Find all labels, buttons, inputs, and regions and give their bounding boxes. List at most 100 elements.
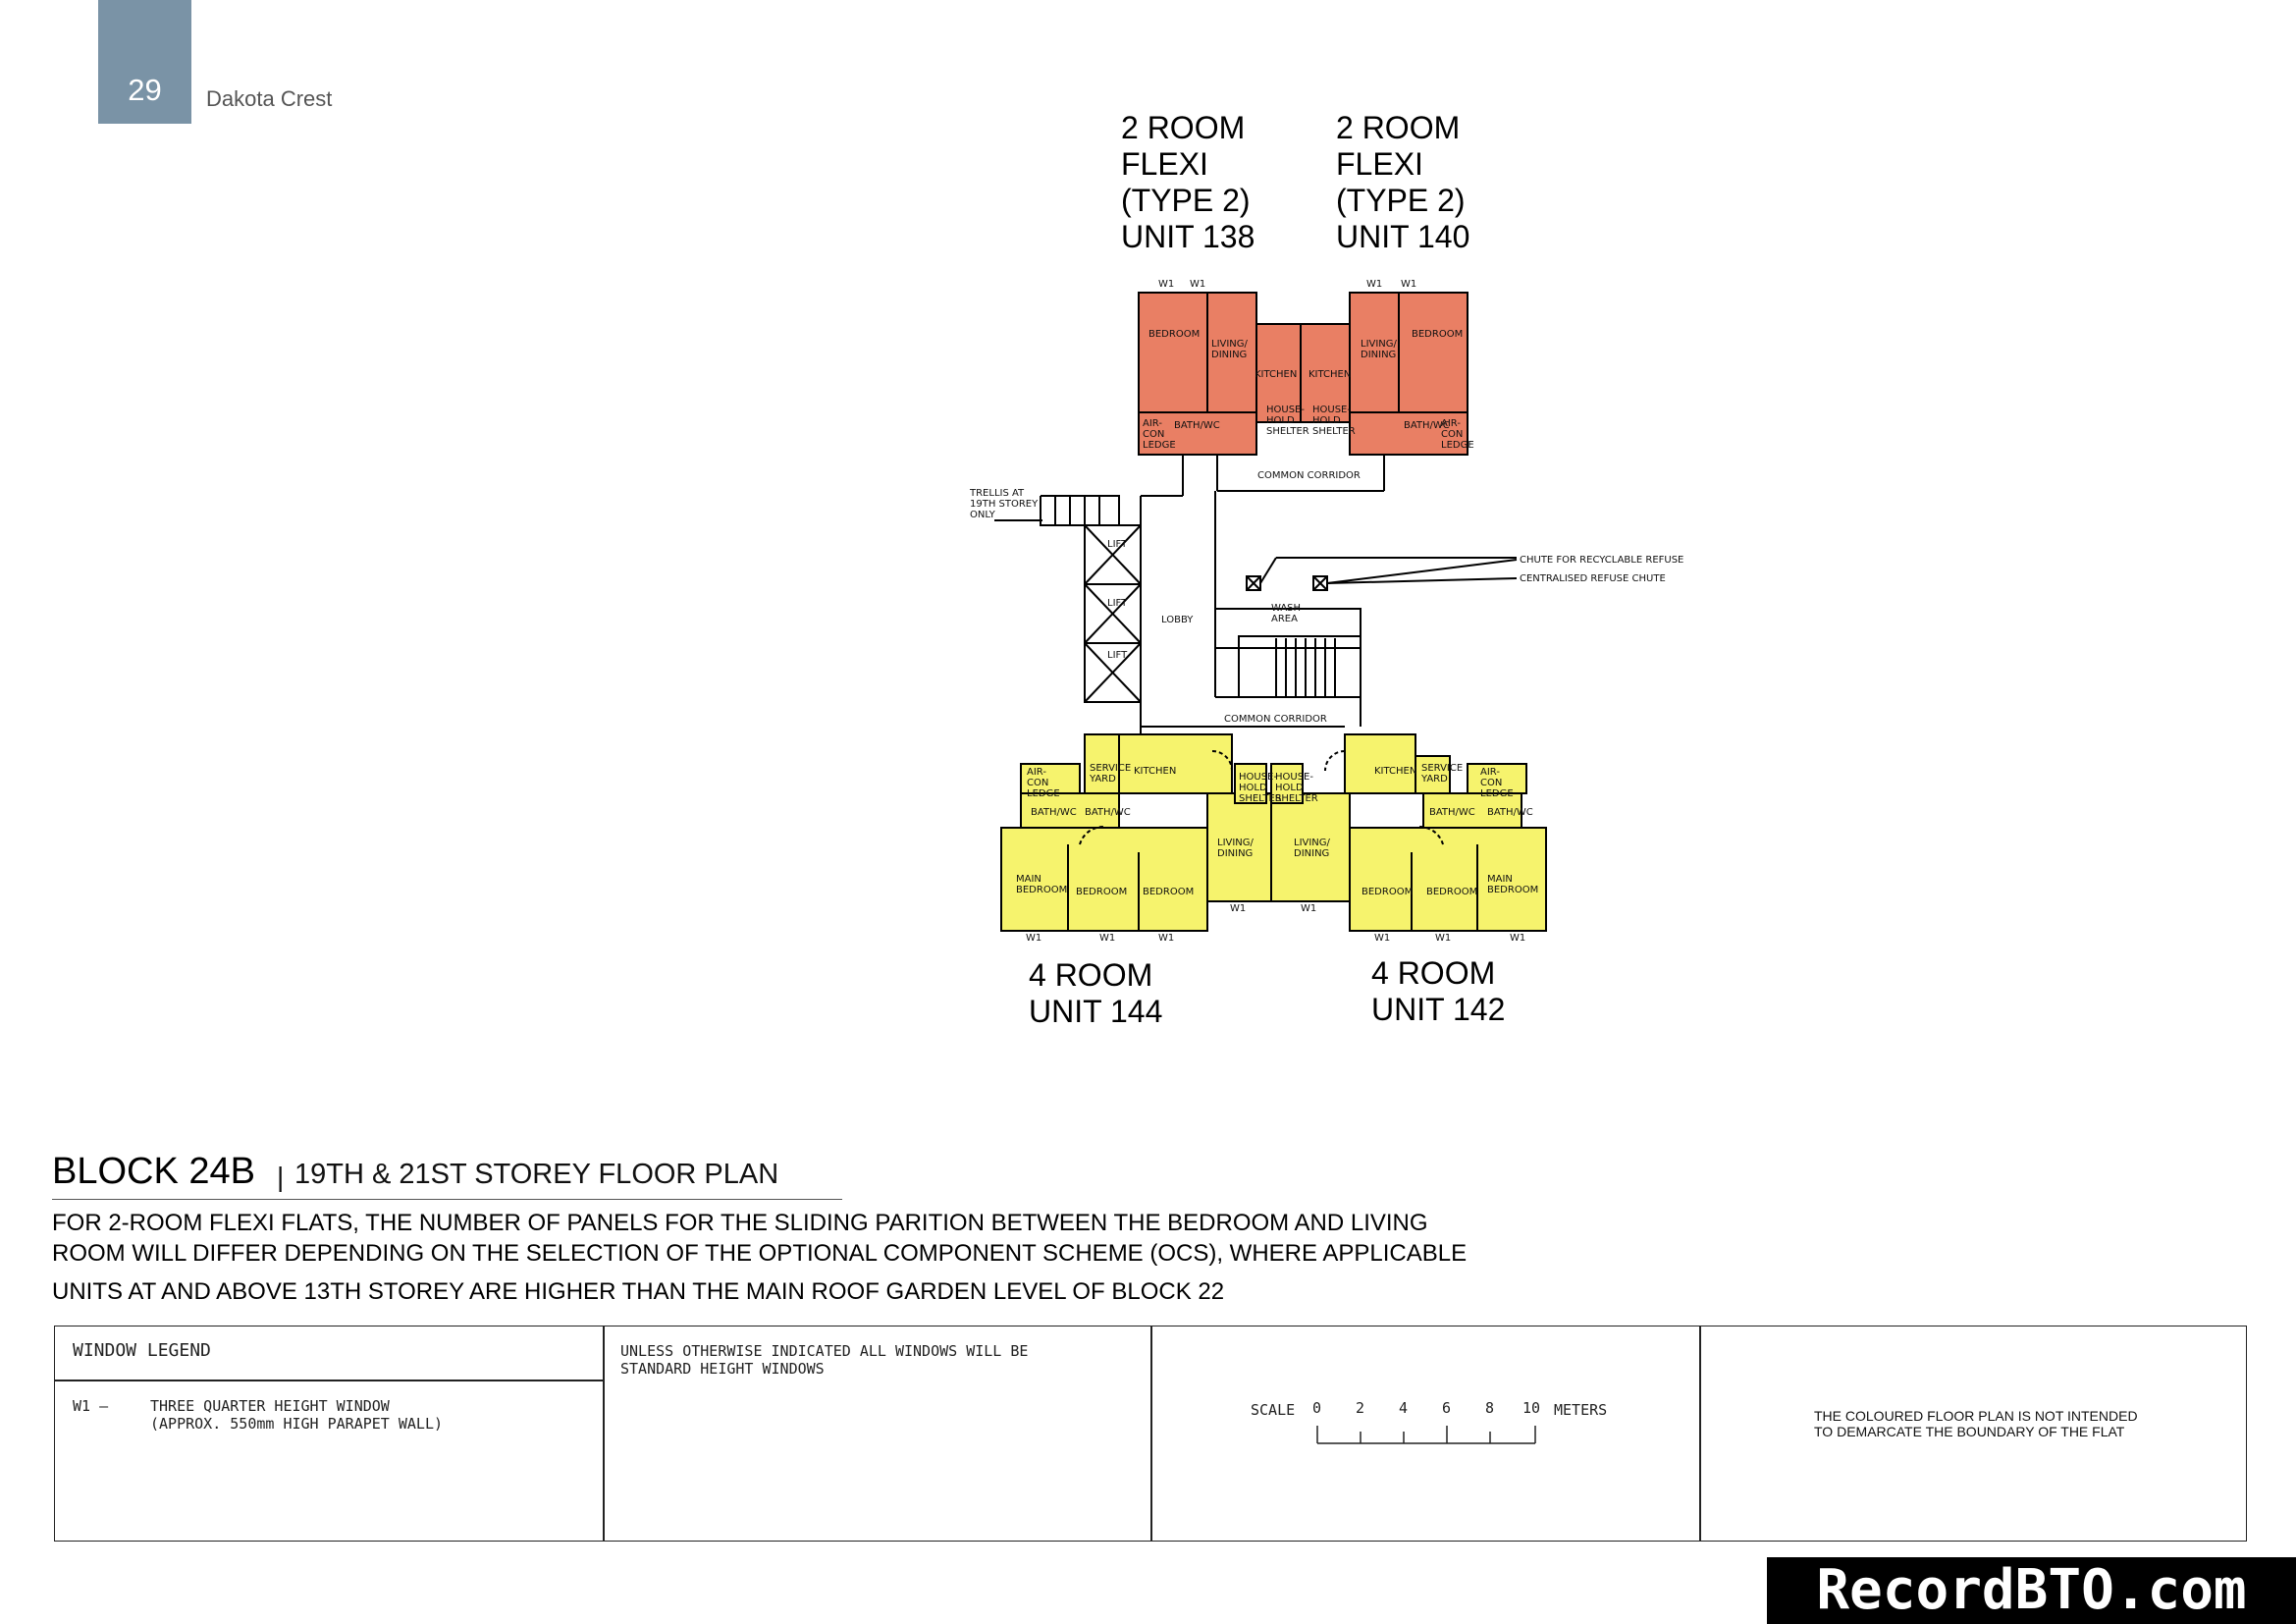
room-label-household-shelter: HOUSE- HOLD SHELTER (1312, 405, 1356, 437)
room-label-household-shelter: HOUSE- HOLD SHELTER (1239, 772, 1282, 804)
unit-144-service (1084, 733, 1120, 794)
room-label-bath: BATH/WC (1429, 807, 1475, 818)
room-label-bath: BATH/WC (1174, 420, 1220, 431)
unit-144-rooms (1000, 827, 1208, 932)
note-flexi-panels: FOR 2-ROOM FLEXI FLATS, THE NUMBER OF PA… (52, 1210, 1428, 1236)
unit-138-area (1138, 292, 1257, 456)
window-tag: W1 (1366, 279, 1382, 290)
scale-unit: METERS (1554, 1401, 1608, 1419)
label-centralised-chute: CENTRALISED REFUSE CHUTE (1520, 573, 1666, 584)
label-lift: LIFT (1107, 598, 1128, 609)
room-label-service-yard: SERVICE YARD (1090, 763, 1132, 785)
project-name: Dakota Crest (206, 86, 333, 111)
room-label-living-dining: LIVING/ DINING (1217, 838, 1254, 859)
table-divider (1699, 1326, 1701, 1542)
room-label-aircon-ledge: AIR- CON LEDGE (1027, 767, 1060, 799)
room-label-living-dining: LIVING/ DINING (1294, 838, 1330, 859)
unit-144-kitchen (1118, 733, 1233, 794)
unit-label-142: 4 ROOM UNIT 142 (1371, 955, 1506, 1027)
page-number: 29 (128, 73, 162, 107)
window-legend-description: THREE QUARTER HEIGHT WINDOW (APPROX. 550… (150, 1397, 444, 1433)
window-tag: W1 (1190, 279, 1205, 290)
room-label-bath: BATH/WC (1487, 807, 1533, 818)
window-legend-code: W1 – (73, 1397, 109, 1415)
label-chute-recyclable: CHUTE FOR RECYCLABLE REFUSE (1520, 555, 1683, 566)
room-label-living-dining: LIVING/ DINING (1361, 339, 1397, 360)
window-tag: W1 (1374, 933, 1390, 944)
room-label-household-shelter: HOUSE- HOLD SHELTER (1266, 405, 1309, 437)
unit-label-138: 2 ROOM FLEXI (TYPE 2) UNIT 138 (1121, 110, 1255, 254)
unit-138-kitchen (1255, 323, 1302, 423)
room-label-main-bedroom: MAIN BEDROOM (1016, 874, 1068, 895)
lift-shaft (1084, 524, 1142, 703)
window-tag: W1 (1158, 279, 1174, 290)
block-title: BLOCK 24B (52, 1151, 255, 1192)
watermark-logo: RecordBTO.com (1767, 1557, 2296, 1624)
room-label-aircon-ledge: AIR- CON LEDGE (1441, 418, 1474, 451)
window-tag: W1 (1301, 903, 1316, 914)
room-label-bath: BATH/WC (1404, 420, 1450, 431)
table-divider (1150, 1326, 1152, 1542)
room-label-kitchen: KITCHEN (1255, 369, 1297, 380)
room-label-bedroom: BEDROOM (1143, 887, 1194, 897)
windows-note: UNLESS OTHERWISE INDICATED ALL WINDOWS W… (620, 1342, 1029, 1378)
window-tag: W1 (1230, 903, 1246, 914)
window-tag: W1 (1510, 933, 1525, 944)
room-label-bedroom: BEDROOM (1362, 887, 1413, 897)
unit-142-service (1415, 755, 1451, 794)
room-label-kitchen: KITCHEN (1308, 369, 1351, 380)
room-label-bedroom: BEDROOM (1148, 329, 1200, 340)
unit-140-kitchen (1300, 323, 1351, 423)
room-label-service-yard: SERVICE YARD (1421, 763, 1464, 785)
unit-140-area (1349, 292, 1468, 456)
unit-142-living (1270, 792, 1351, 902)
label-wash-area: WASH AREA (1271, 603, 1302, 624)
table-divider (603, 1326, 605, 1542)
label-lift: LIFT (1107, 650, 1128, 661)
label-common-corridor: COMMON CORRIDOR (1224, 714, 1327, 725)
room-label-living-dining: LIVING/ DINING (1211, 339, 1248, 360)
title-underline (52, 1199, 842, 1200)
room-label-kitchen: KITCHEN (1374, 766, 1416, 777)
scale-tick-label: 0 (1312, 1399, 1322, 1417)
scale-tick-label: 2 (1356, 1399, 1365, 1417)
window-tag: W1 (1158, 933, 1174, 944)
unit-142-bath (1422, 792, 1522, 829)
unit-label-140: 2 ROOM FLEXI (TYPE 2) UNIT 140 (1336, 110, 1470, 254)
room-label-bath: BATH/WC (1031, 807, 1077, 818)
label-trellis: TRELLIS AT 19TH STOREY ONLY (970, 488, 1039, 520)
window-tag: W1 (1099, 933, 1115, 944)
window-legend-heading: WINDOW LEGEND (73, 1340, 211, 1361)
unit-label-144: 4 ROOM UNIT 144 (1029, 957, 1163, 1029)
title-separator: | (277, 1162, 285, 1192)
window-tag: W1 (1026, 933, 1041, 944)
label-lift: LIFT (1107, 539, 1128, 550)
scale-tick-label: 4 (1399, 1399, 1409, 1417)
room-label-bedroom: BEDROOM (1076, 887, 1127, 897)
room-label-kitchen: KITCHEN (1134, 766, 1176, 777)
room-label-aircon-ledge: AIR- CON LEDGE (1480, 767, 1514, 799)
window-tag: W1 (1401, 279, 1416, 290)
unit-142-rooms (1349, 827, 1547, 932)
shelter-142 (1270, 763, 1304, 804)
label-lobby: LOBBY (1161, 615, 1194, 625)
scale-tick-label: 8 (1485, 1399, 1495, 1417)
page-number-tab (98, 0, 191, 124)
unit-142-aircon (1467, 763, 1527, 794)
scale-label: SCALE (1251, 1401, 1296, 1419)
scale-bar (1316, 1426, 1536, 1444)
label-common-corridor: COMMON CORRIDOR (1257, 470, 1361, 481)
window-tag: W1 (1435, 933, 1451, 944)
room-label-main-bedroom: MAIN BEDROOM (1487, 874, 1539, 895)
room-label-household-shelter: HOUSE- HOLD SHELTER (1275, 772, 1318, 804)
scale-tick-label: 10 (1522, 1399, 1541, 1417)
boundary-disclaimer: THE COLOURED FLOOR PLAN IS NOT INTENDED … (1814, 1408, 2138, 1439)
unit-142-kitchen (1344, 733, 1416, 794)
room-label-bedroom: BEDROOM (1412, 329, 1463, 340)
scale-tick-label: 6 (1442, 1399, 1452, 1417)
room-label-bedroom: BEDROOM (1426, 887, 1477, 897)
shelter-144 (1234, 763, 1267, 804)
note-roof-garden: UNITS AT AND ABOVE 13TH STOREY ARE HIGHE… (52, 1278, 1225, 1305)
note-ocs: ROOM WILL DIFFER DEPENDING ON THE SELECT… (52, 1240, 1468, 1267)
